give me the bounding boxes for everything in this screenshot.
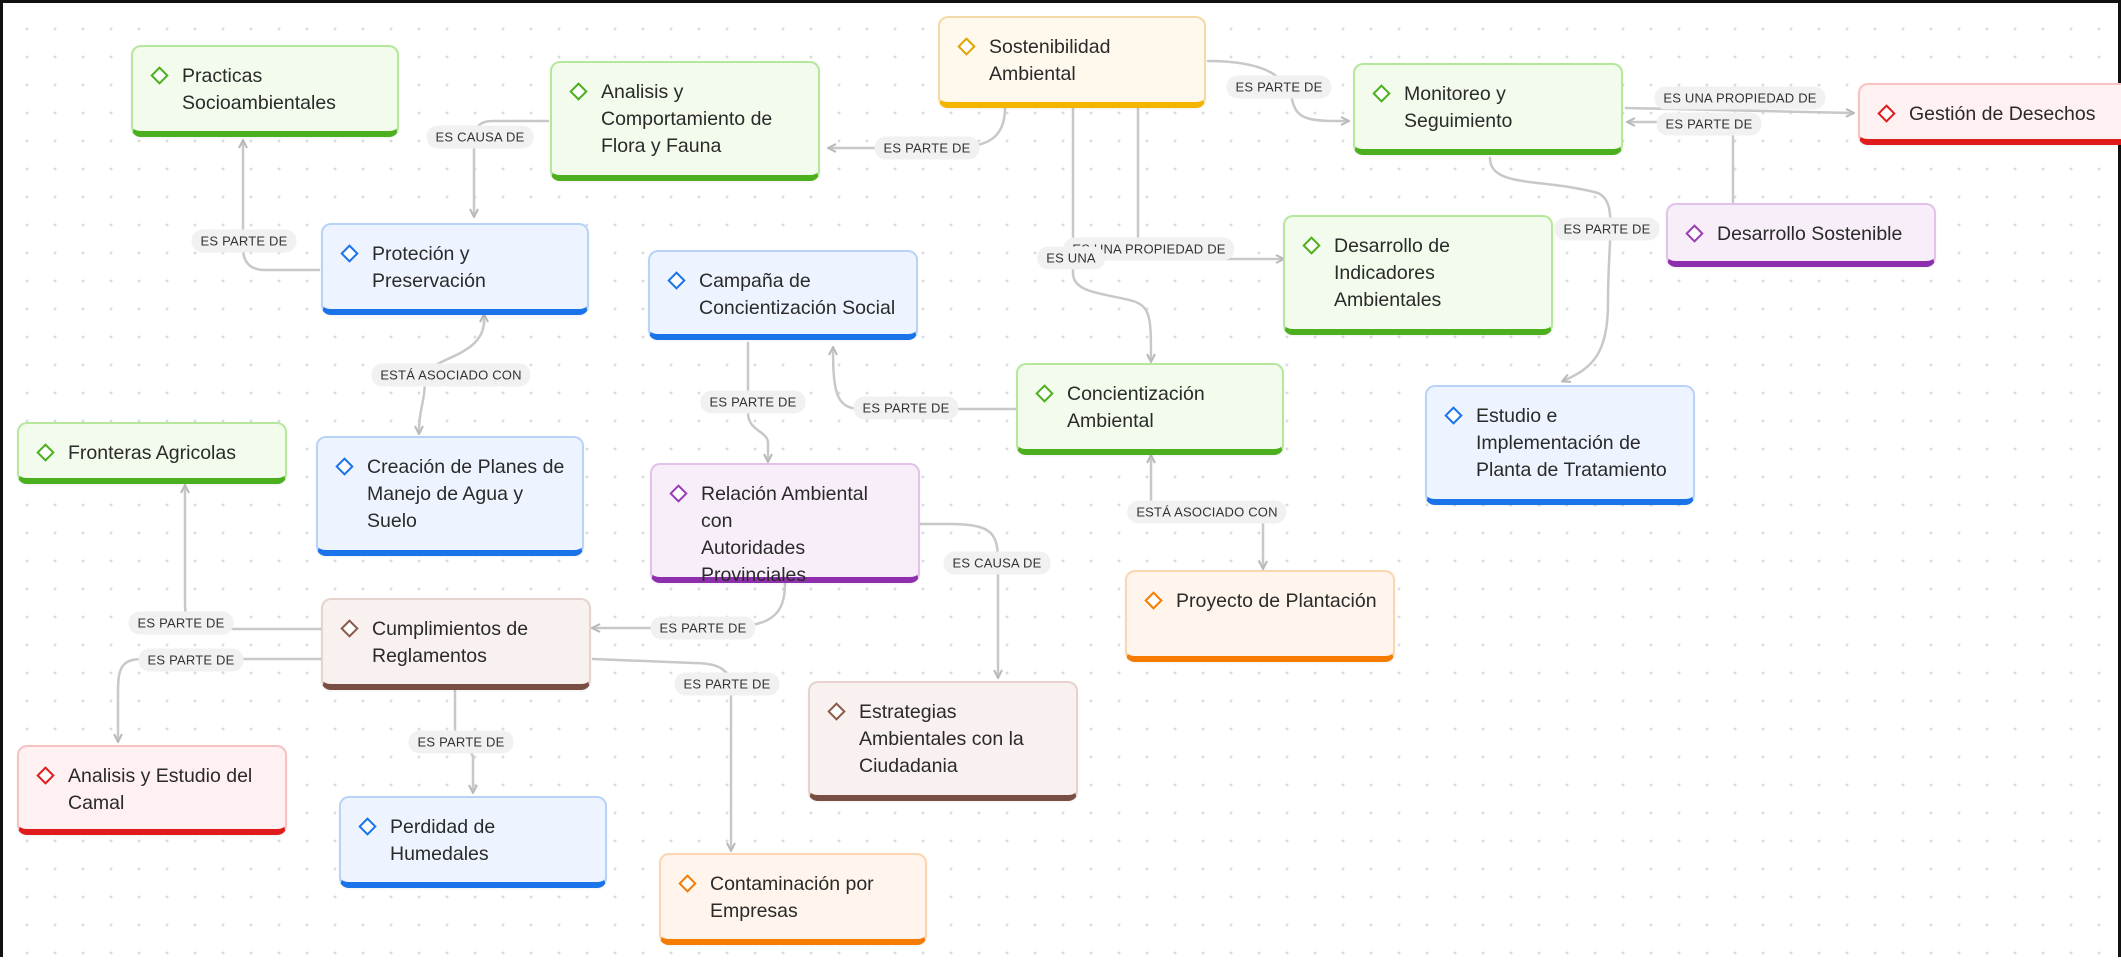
node-label: Proyecto de Plantación	[1176, 590, 1377, 612]
node-proteccion-preservacion[interactable]: Proteción y Preservación	[321, 223, 589, 315]
edge-label: ES CAUSA DE	[426, 125, 534, 149]
node-label: Contaminación por Empresas	[710, 873, 874, 922]
node-label: Perdidad de Humedales	[390, 816, 496, 865]
edge-label: ES CAUSA DE	[943, 551, 1051, 575]
diamond-icon	[340, 619, 359, 638]
diamond-icon	[1302, 236, 1321, 255]
node-concientizacion-ambiental[interactable]: Concientización Ambiental	[1016, 363, 1284, 455]
node-estrategias-ciudadania[interactable]: Estrategias Ambientales con la Ciudadani…	[808, 681, 1078, 801]
diamond-icon	[36, 766, 55, 785]
edge-cumplimientos-fronteras	[185, 486, 325, 631]
diamond-icon	[1685, 224, 1704, 243]
diamond-icon	[957, 37, 976, 56]
node-campana-concientizacion[interactable]: Campaña de Concientización Social	[648, 250, 918, 340]
edge-relacion-estrategias	[916, 522, 998, 677]
diamond-icon	[150, 66, 169, 85]
node-label: Creación de Planes de Manejo de Agua y S…	[367, 456, 565, 532]
node-label: Relación Ambiental con Autoridades Provi…	[701, 483, 868, 586]
diamond-icon	[1035, 384, 1054, 403]
edge-label: ESTÁ ASOCIADO CON	[1127, 500, 1287, 524]
edge-label: ES PARTE DE	[874, 136, 980, 160]
diamond-icon	[569, 82, 588, 101]
edge-label: ES PARTE DE	[408, 730, 514, 754]
node-proyecto-plantacion[interactable]: Proyecto de Plantación	[1125, 570, 1395, 662]
node-label: Campaña de Concientización Social	[699, 270, 896, 319]
node-label: Estrategias Ambientales con la Ciudadani…	[859, 701, 1024, 777]
node-label: Analisis y Estudio del Camal	[68, 765, 253, 814]
edge-label: ES PARTE DE	[1226, 75, 1332, 99]
edge-label: ES PARTE DE	[674, 672, 780, 696]
diamond-icon	[678, 874, 697, 893]
diamond-icon	[358, 817, 377, 836]
node-desarrollo-sostenible[interactable]: Desarrollo Sostenible	[1666, 203, 1936, 267]
node-practicas-socioambientales[interactable]: Practicas Socioambientales	[131, 45, 399, 137]
node-cumplimientos-reglamentos[interactable]: Cumplimientos de Reglamentos	[321, 598, 591, 690]
edge-label: ES PARTE DE	[650, 616, 756, 640]
node-label: Sostenibilidad Ambiental	[989, 36, 1111, 85]
node-label: Desarrollo de Indicadores Ambientales	[1334, 235, 1450, 311]
node-perdida-humedales[interactable]: Perdidad de Humedales	[339, 796, 607, 888]
node-label: Cumplimientos de Reglamentos	[372, 618, 529, 667]
diamond-icon	[335, 457, 354, 476]
edge-label: ES UNA PROPIEDAD DE	[1063, 237, 1235, 261]
edge-sost-indicadores	[1136, 106, 1283, 259]
edge-label: ES PARTE DE	[700, 390, 806, 414]
diamond-icon	[669, 484, 688, 503]
node-label: Concientización Ambiental	[1067, 383, 1205, 432]
node-monitoreo-seguimiento[interactable]: Monitoreo y Seguimiento	[1353, 63, 1623, 155]
edge-label: ES PARTE DE	[1554, 217, 1660, 241]
edge-label: ES PARTE DE	[128, 611, 234, 635]
node-label: Analisis y Comportamiento de Flora y Fau…	[601, 81, 773, 157]
diamond-icon	[1444, 406, 1463, 425]
diamond-icon	[1877, 104, 1896, 123]
node-label: Practicas Socioambientales	[182, 65, 336, 114]
diamond-icon	[827, 702, 846, 721]
edge-label: ES UNA	[1037, 246, 1105, 270]
diamond-icon	[1144, 591, 1163, 610]
edge-label: ES PARTE DE	[138, 648, 244, 672]
edge-sost-concientizacion	[1071, 106, 1151, 361]
node-contaminacion-empresas[interactable]: Contaminación por Empresas	[659, 853, 927, 945]
diamond-icon	[1372, 84, 1391, 103]
node-relacion-autoridades[interactable]: Relación Ambiental con Autoridades Provi…	[650, 463, 920, 586]
diamond-icon	[667, 271, 686, 290]
node-analisis-camal[interactable]: Analisis y Estudio del Camal	[17, 745, 287, 835]
edge-label: ES PARTE DE	[1656, 112, 1762, 136]
node-label: Desarrollo Sostenible	[1717, 223, 1903, 245]
node-gestion-desechos[interactable]: Gestión de Desechos	[1858, 83, 2121, 145]
edge-label: ES PARTE DE	[853, 396, 959, 420]
node-fronteras-agricolas[interactable]: Fronteras Agricolas	[17, 422, 287, 484]
node-desarrollo-indicadores[interactable]: Desarrollo de Indicadores Ambientales	[1283, 215, 1553, 335]
edge-label: ESTÁ ASOCIADO CON	[371, 363, 531, 387]
diamond-icon	[340, 244, 359, 263]
node-label: Monitoreo y Seguimiento	[1404, 83, 1513, 132]
node-label: Gestión de Desechos	[1909, 103, 2096, 125]
diamond-icon	[36, 443, 55, 462]
node-label: Proteción y Preservación	[372, 243, 486, 292]
edge-label: ES UNA PROPIEDAD DE	[1654, 86, 1826, 110]
node-estudio-planta[interactable]: Estudio e Implementación de Planta de Tr…	[1425, 385, 1695, 505]
node-analisis-flora-fauna[interactable]: Analisis y Comportamiento de Flora y Fau…	[550, 61, 820, 181]
edge-label: ES PARTE DE	[191, 229, 297, 253]
node-label: Fronteras Agricolas	[68, 442, 236, 464]
node-creacion-planes[interactable]: Creación de Planes de Manejo de Agua y S…	[316, 436, 584, 556]
node-sostenibilidad-ambiental[interactable]: Sostenibilidad Ambiental	[938, 16, 1206, 108]
node-label: Estudio e Implementación de Planta de Tr…	[1476, 405, 1667, 481]
